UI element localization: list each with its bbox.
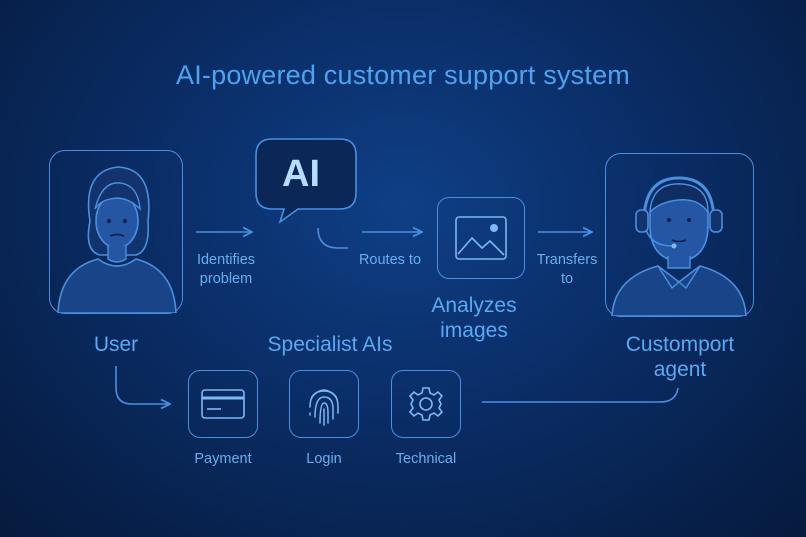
edge-label-routes: Routes to	[358, 252, 422, 268]
specialist-label-payment: Payment	[194, 451, 252, 467]
agent-box	[605, 153, 754, 317]
line-specialists-to-agent	[482, 387, 679, 403]
specialist-label-technical: Technical	[395, 451, 457, 467]
user-box	[49, 150, 183, 314]
specialist-label-login: Login	[306, 451, 342, 467]
credit-card-icon	[201, 389, 245, 419]
gear-icon	[408, 387, 444, 421]
analyzes-box	[437, 197, 525, 279]
ai-label: AI	[282, 153, 320, 195]
diagram-title: AI-powered customer support system	[176, 60, 630, 90]
label-user: User	[93, 333, 139, 356]
fingerprint-icon	[309, 389, 339, 426]
arrow-ai-to-analyzes	[317, 227, 348, 249]
specialist-login	[289, 370, 359, 438]
agent-avatar	[611, 176, 747, 317]
specialist-technical	[391, 370, 461, 438]
image-icon	[455, 216, 507, 260]
user-avatar	[57, 166, 177, 314]
arrow-user-to-specialists	[115, 366, 170, 404]
specialist-payment	[188, 370, 258, 438]
label-specialist-ais: Specialist AIs	[267, 333, 393, 356]
